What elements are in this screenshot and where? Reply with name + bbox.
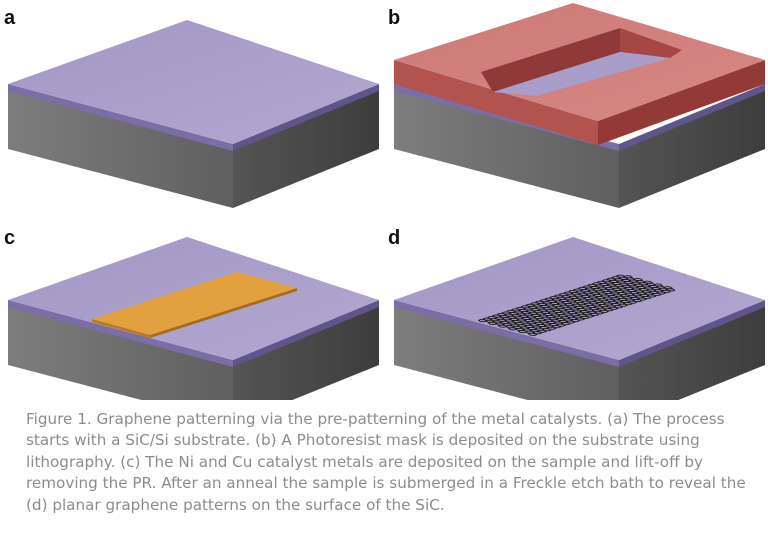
caption-line: Figure 1. Graphene patterning via the pr… [26, 410, 725, 428]
substrate-left-face [8, 304, 233, 400]
catalyst-metal-side-right [150, 288, 297, 338]
sic-layer-right [233, 84, 379, 151]
panel-b [394, 3, 765, 208]
panel-label-b: b [388, 7, 400, 29]
caption-line: lithography. (c) The Ni and Cu catalyst … [26, 452, 703, 471]
catalyst-metal-side [92, 319, 150, 338]
panel-d [394, 237, 765, 400]
panel-label-a: a [4, 7, 16, 29]
graphene-lattice [477, 274, 676, 336]
sic-layer-left [8, 84, 233, 151]
exposed-sic-floor [493, 52, 670, 96]
substrate-right-face [233, 88, 379, 208]
substrate-left-face [394, 304, 619, 400]
caption-line: removing the PR. After an anneal the sam… [26, 474, 746, 493]
sic-layer-right [619, 84, 765, 151]
caption-line: starts with a SiC/Si substrate. (b) A Ph… [26, 431, 700, 450]
graphene-hexagons [477, 274, 676, 336]
window-side-wall [620, 28, 682, 58]
photoresist-left-face [394, 60, 598, 145]
substrate-right-face [619, 304, 765, 400]
catalyst-metal-pattern [92, 272, 297, 335]
panel-c [8, 237, 379, 400]
panel-a [8, 20, 379, 208]
sic-layer-left [394, 300, 619, 367]
substrate-right-face [619, 88, 765, 208]
panel-label-d: d [388, 227, 400, 249]
substrate-left-face [394, 88, 619, 208]
sic-layer-right [233, 300, 379, 367]
window-back-wall [481, 28, 620, 92]
sic-layer-right [619, 300, 765, 367]
caption-line: (d) planar graphene patterns on the surf… [26, 495, 445, 514]
photoresist-right-face [598, 60, 765, 145]
figure-diagram: a b c d [4, 3, 765, 400]
substrate-right-face [233, 304, 379, 400]
sic-top-surface [8, 20, 379, 144]
sic-layer-left [8, 300, 233, 367]
panel-label-c: c [4, 227, 15, 249]
figure-caption: Figure 1. Graphene patterning via the pr… [26, 409, 756, 516]
substrate-left-face [8, 88, 233, 208]
